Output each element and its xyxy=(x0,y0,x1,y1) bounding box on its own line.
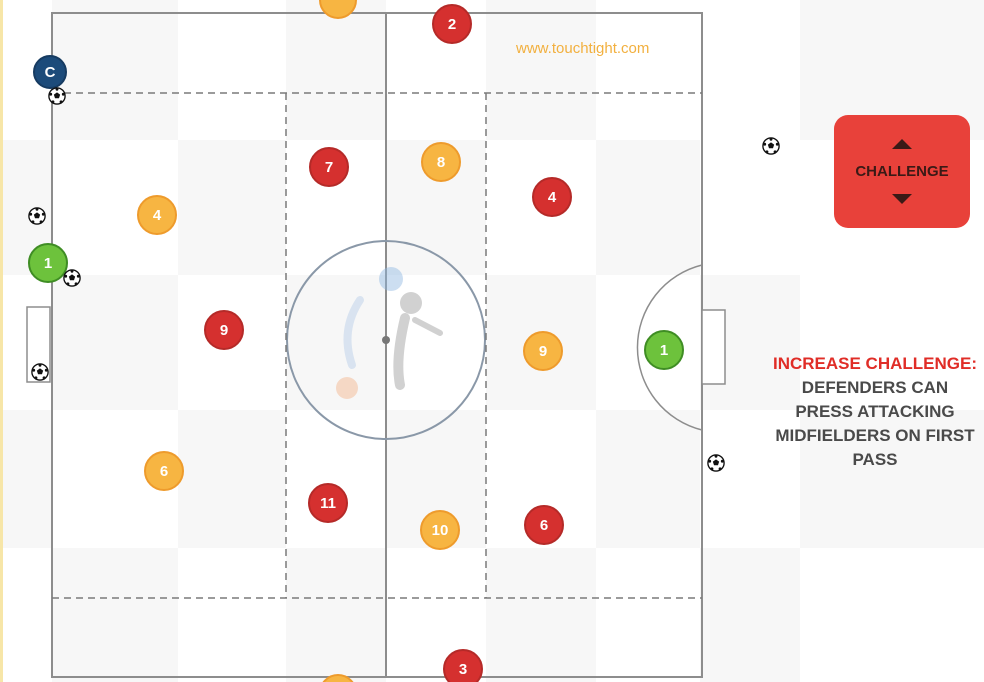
orange-player-10: 10 xyxy=(420,510,460,550)
red-player-3: 3 xyxy=(443,649,483,682)
challenge-button[interactable]: CHALLENGE xyxy=(834,115,970,228)
centre-spot xyxy=(382,336,390,344)
red-player-7: 7 xyxy=(309,147,349,187)
green-goalkeeper-left: 1 xyxy=(28,243,68,283)
challenge-label: CHALLENGE xyxy=(855,163,949,180)
description-line: DEFENDERS CAN xyxy=(801,378,949,397)
website-link[interactable]: www.touchtight.com xyxy=(516,40,650,57)
soccer-ball-icon xyxy=(31,363,49,381)
watermark-logo xyxy=(336,267,443,399)
red-player-11: 11 xyxy=(308,483,348,523)
pitch-checker-pattern xyxy=(3,0,984,682)
soccer-ball-icon xyxy=(28,207,46,225)
soccer-ball-icon xyxy=(762,137,780,155)
description-title: INCREASE CHALLENGE: xyxy=(772,354,977,373)
orange-player-9: 9 xyxy=(523,331,563,371)
description-line: PRESS ATTACKING xyxy=(795,402,955,421)
red-player-2: 2 xyxy=(432,4,472,44)
orange-player-bottom-edge xyxy=(322,674,354,682)
orange-player-4: 4 xyxy=(137,195,177,235)
orange-player-top-edge xyxy=(319,0,357,19)
soccer-ball-icon xyxy=(707,454,725,472)
red-player-9: 9 xyxy=(204,310,244,350)
arrow-down-icon[interactable] xyxy=(892,194,912,204)
coach-marker: C xyxy=(33,55,67,89)
orange-player-8: 8 xyxy=(421,142,461,182)
left-goal xyxy=(26,306,51,383)
right-penalty-arc xyxy=(636,264,703,431)
description-line: PASS xyxy=(852,450,898,469)
left-edge-strip xyxy=(0,0,3,682)
red-player-4: 4 xyxy=(532,177,572,217)
orange-player-6: 6 xyxy=(144,451,184,491)
centre-circle xyxy=(286,240,486,440)
description-line: MIDFIELDERS ON FIRST xyxy=(775,426,975,445)
soccer-ball-icon xyxy=(48,87,66,105)
right-goal xyxy=(701,309,726,385)
red-player-6: 6 xyxy=(524,505,564,545)
dashed-zones xyxy=(52,92,702,599)
green-goalkeeper-right: 1 xyxy=(644,330,684,370)
challenge-description: INCREASE CHALLENGE: DEFENDERS CAN PRESS … xyxy=(740,352,984,472)
arrow-up-icon[interactable] xyxy=(892,139,912,149)
soccer-ball-icon xyxy=(63,269,81,287)
